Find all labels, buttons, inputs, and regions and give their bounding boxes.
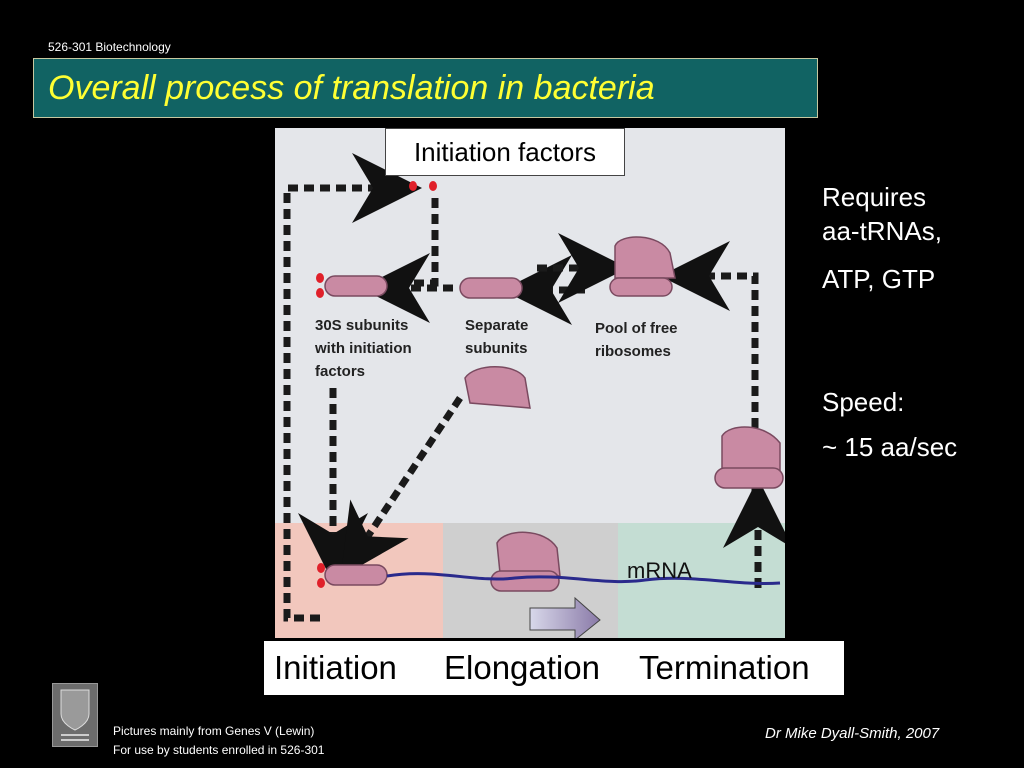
mrna-strand — [386, 572, 781, 585]
initiating-30s-subunit — [324, 564, 388, 586]
arrow-termination-to-pool — [660, 241, 759, 508]
terminating-50s-subunit — [721, 426, 781, 474]
energy-note: ATP, GTP — [822, 264, 936, 294]
separate-30s-subunit — [459, 277, 523, 299]
speed-label: Speed: — [822, 387, 905, 417]
requires-line2: aa-tRNAs, — [822, 216, 942, 246]
separate-50s-subunit — [464, 366, 531, 409]
translation-diagram: 30S subunits with initiation factors Sep… — [275, 128, 785, 638]
movement-arrow — [529, 596, 601, 638]
initiation-factors-label: Initiation factors — [385, 128, 625, 176]
factor-dot — [317, 563, 325, 573]
30s-subunit — [324, 275, 388, 297]
title-bar: Overall process of translation in bacter… — [33, 58, 818, 118]
factor-dot — [409, 181, 417, 191]
label-30s-line3: factors — [315, 363, 365, 380]
phase-elongation: Elongation — [444, 649, 600, 686]
factor-dot — [316, 273, 324, 283]
arrow-to-factors — [283, 153, 422, 622]
author-credit: Dr Mike Dyall-Smith, 2007 — [765, 725, 940, 742]
factor-dot — [317, 578, 325, 588]
factor-dot — [429, 181, 437, 191]
phase-initiation: Initiation — [274, 649, 397, 686]
label-pool-line2: ribosomes — [595, 343, 671, 360]
terminating-30s-subunit — [714, 467, 784, 489]
requires-line1: Requires — [822, 182, 927, 212]
label-30s-line2: with initiation — [314, 340, 412, 357]
label-30s-line1: 30S subunits — [315, 317, 408, 334]
label-separate-line2: subunits — [465, 340, 528, 357]
speed-value: ~ 15 aa/sec — [822, 432, 958, 462]
elongating-50s-subunit — [496, 531, 561, 577]
phases-bar: Initiation Elongation Termination — [264, 641, 844, 695]
pool-50s-subunit — [614, 236, 676, 279]
factor-dot — [316, 288, 324, 298]
elongating-30s-subunit — [490, 570, 560, 592]
label-separate-line1: Separate — [465, 317, 528, 334]
slide-title: Overall process of translation in bacter… — [48, 69, 655, 107]
arrow-50s-down — [340, 396, 463, 578]
label-pool-line1: Pool of free — [595, 320, 678, 337]
usage-note: For use by students enrolled in 526-301 — [113, 743, 325, 757]
university-crest-icon — [52, 683, 98, 747]
source-note: Pictures mainly from Genes V (Lewin) — [113, 724, 315, 738]
label-mrna: mRNA — [627, 558, 692, 583]
pool-30s-subunit — [609, 277, 673, 297]
course-code: 526-301 Biotechnology — [48, 40, 171, 54]
phase-termination: Termination — [639, 649, 810, 686]
